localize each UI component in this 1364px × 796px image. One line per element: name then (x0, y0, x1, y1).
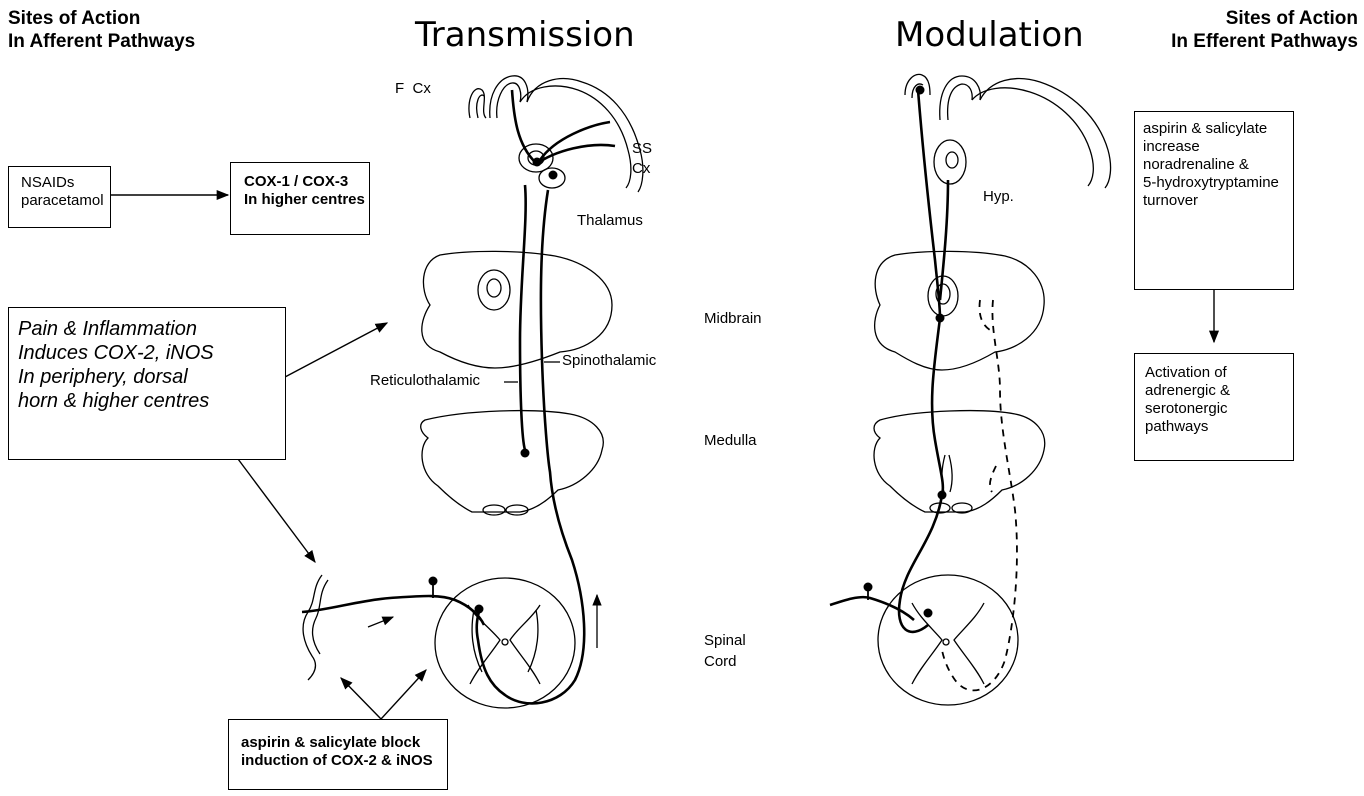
activation-box: Activation of adrenergic & serotonergic … (1134, 353, 1294, 461)
transmission-skin (303, 575, 328, 680)
aspirin-block-line-2: induction of COX-2 & iNOS (241, 752, 447, 770)
hyp-label: Hyp. (983, 188, 1014, 205)
pain-to-midbrain-arrow (285, 323, 387, 377)
modulation-dashed-pathway (942, 300, 1017, 690)
aspirin-to-periphery-arrow (341, 678, 381, 719)
pain-line-2: Induces COX-2, iNOS (18, 341, 285, 365)
activation-line-3: serotonergic (1145, 400, 1293, 418)
thalamus-label: Thalamus (577, 212, 643, 229)
medulla-label: Medulla (704, 432, 757, 449)
spinal-label-line-1: Spinal (704, 630, 746, 651)
aspirin-block-box: aspirin & salicylate block induction of … (228, 719, 448, 790)
pain-line-4: horn & higher centres (18, 389, 285, 413)
aspirin-increase-line-4: 5-hydroxytryptamine (1143, 174, 1293, 192)
aspirin-increase-line-3: noradrenaline & (1143, 156, 1293, 174)
modulation-midbrain-section (875, 251, 1045, 370)
pain-line-3: In periphery, dorsal (18, 365, 285, 389)
cox-box: COX-1 / COX-3 In higher centres (230, 162, 370, 235)
reticulothalamic-label: Reticulothalamic (370, 372, 480, 389)
nsaids-line-1: NSAIDs (21, 174, 110, 192)
aspirin-to-dorsal-horn-arrow (381, 670, 426, 719)
transmission-spinal-section (435, 578, 575, 708)
modulation-medulla-section (874, 411, 1045, 513)
midbrain-label: Midbrain (704, 310, 762, 327)
fcx-label: F Cx (395, 80, 431, 97)
spinal-cord-label: Spinal Cord (704, 630, 746, 672)
aspirin-increase-line-5: turnover (1143, 192, 1293, 210)
modulation-descending-pathway (830, 90, 948, 632)
spinothalamic-label: Spinothalamic (562, 352, 656, 369)
modulation-spinal-section (878, 575, 1018, 705)
spinal-label-line-2: Cord (704, 651, 746, 672)
cox-line-2: In higher centres (244, 191, 369, 209)
activation-line-2: adrenergic & (1145, 382, 1293, 400)
aspirin-block-line-1: aspirin & salicylate block (241, 734, 447, 752)
cox-line-1: COX-1 / COX-3 (244, 173, 369, 191)
cx-label: Cx (632, 160, 650, 177)
afferent-direction-arrow (368, 617, 393, 627)
transmission-midbrain-section (422, 251, 612, 368)
transmission-medulla-section (421, 411, 604, 515)
pain-line-1: Pain & Inflammation (18, 317, 285, 341)
ss-label: SS (632, 140, 652, 157)
modulation-hypothalamus (934, 140, 966, 184)
nsaids-box: NSAIDs paracetamol (8, 166, 111, 228)
aspirin-increase-line-1: aspirin & salicylate (1143, 120, 1293, 138)
activation-line-4: pathways (1145, 418, 1293, 436)
aspirin-increase-box: aspirin & salicylate increase noradrenal… (1134, 111, 1294, 290)
pain-box: Pain & Inflammation Induces COX-2, iNOS … (8, 307, 286, 460)
nsaids-line-2: paracetamol (21, 192, 110, 210)
aspirin-increase-line-2: increase (1143, 138, 1293, 156)
pain-to-spinal-arrow (238, 459, 315, 562)
activation-line-1: Activation of (1145, 364, 1293, 382)
